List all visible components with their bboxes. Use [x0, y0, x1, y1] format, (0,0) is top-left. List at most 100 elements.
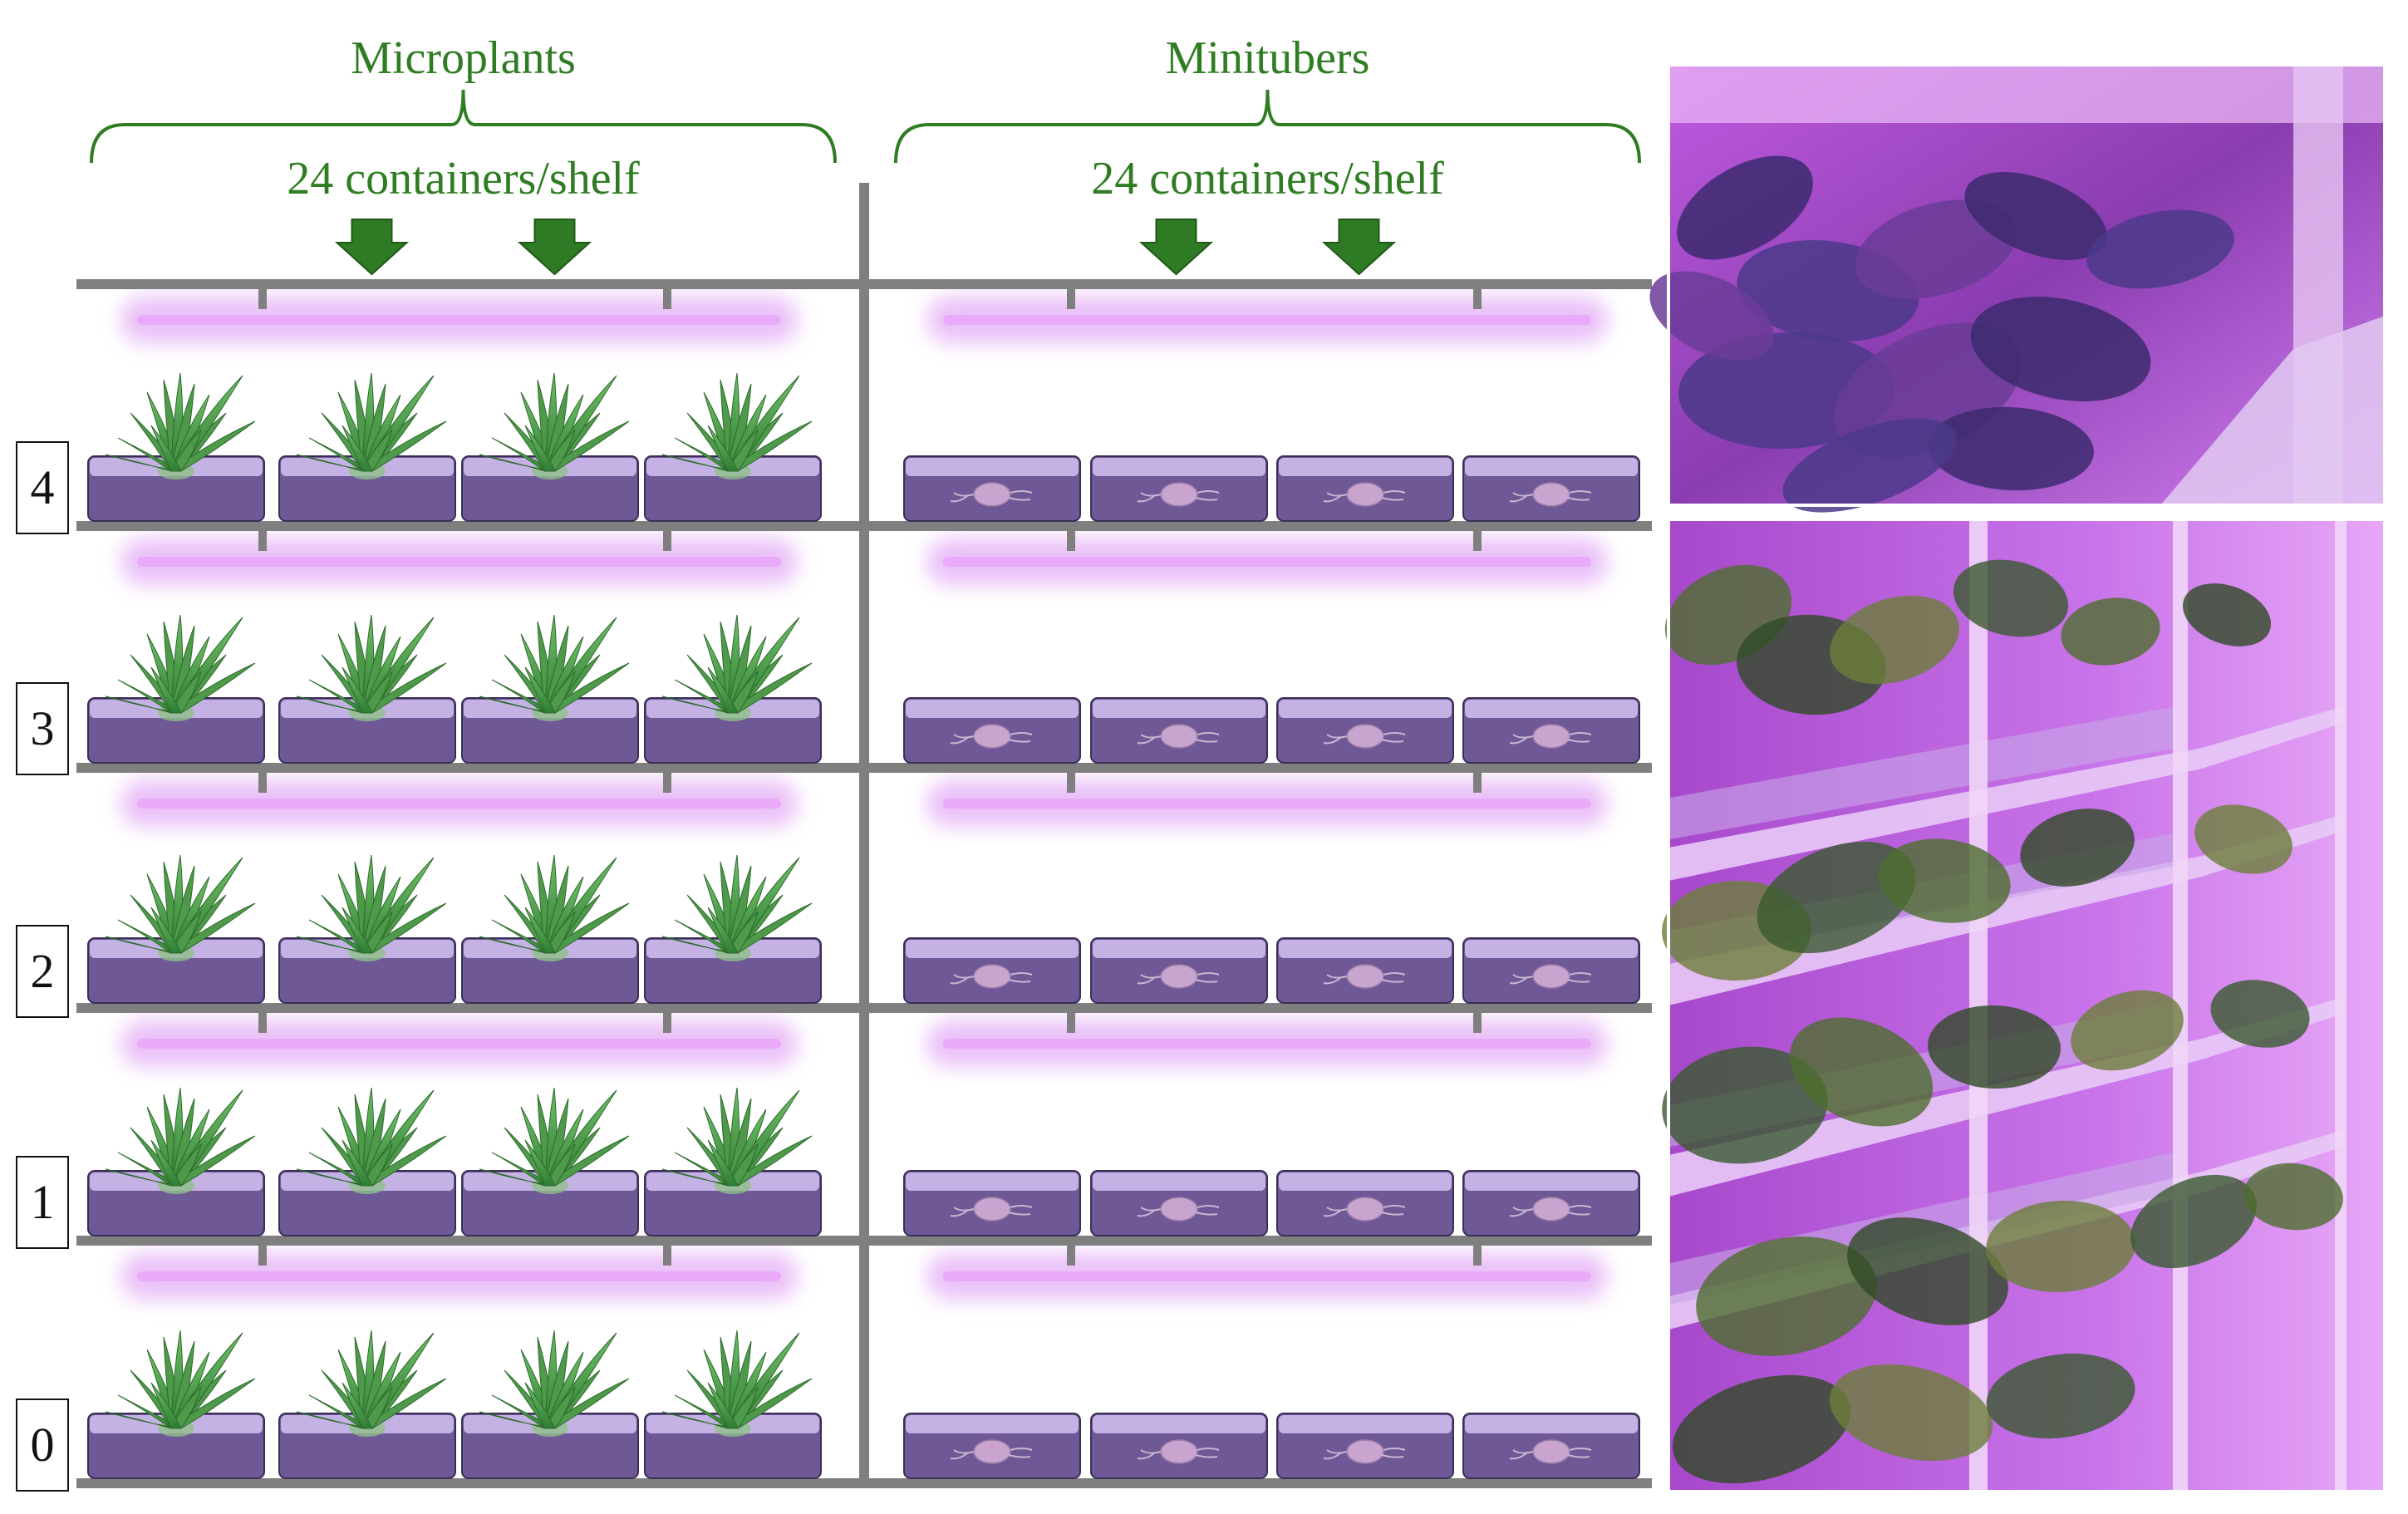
photo-top-leaf [2086, 209, 2234, 289]
microplant-container [461, 854, 639, 1004]
plant-leaf [150, 907, 182, 954]
tuber [1346, 482, 1384, 507]
plant-leaf [170, 429, 202, 472]
plant-leaf [524, 1382, 556, 1429]
minituber-container [1090, 1413, 1268, 1479]
plant-leaf [361, 1143, 393, 1187]
tuber-root [1381, 490, 1406, 501]
tuber [1346, 724, 1384, 749]
photo-bottom-foliage [1986, 1200, 2135, 1293]
plant-leaf [544, 429, 576, 472]
minituber-icon [1137, 724, 1220, 749]
plant-leaf [524, 666, 556, 714]
shelf-divider-post [859, 183, 869, 1487]
tuber-root [1567, 490, 1592, 501]
down-arrow-icon [334, 219, 410, 276]
minituber-icon [1509, 1197, 1592, 1222]
plant-leaf [543, 902, 630, 954]
container-lid [1279, 1415, 1452, 1433]
plant-leaf [543, 420, 630, 472]
plant-leaf [727, 429, 759, 472]
minituber-icon [1323, 1439, 1406, 1464]
led-hanger [663, 288, 671, 309]
container-lid [1093, 940, 1265, 958]
minituber-container [1090, 455, 1268, 522]
tuber-root [1008, 1448, 1033, 1458]
plant-leaf [150, 666, 182, 714]
shelf-board [76, 1478, 1652, 1488]
tuber-root [1323, 1449, 1348, 1460]
led-light-bar [137, 315, 781, 325]
plant-leaf [105, 696, 182, 714]
photo-bottom-foliage [1789, 1017, 1934, 1127]
tuber-root [1509, 974, 1534, 985]
shelf-board [76, 1236, 1652, 1246]
plant-leaf [150, 1139, 182, 1187]
microplant-icon [296, 372, 447, 479]
tuber [973, 1439, 1011, 1464]
microplant-icon [105, 372, 256, 479]
plant-leaf [105, 454, 182, 472]
minituber-icon [950, 724, 1033, 749]
down-arrow-icon [517, 219, 592, 276]
plant-leaf [361, 671, 393, 714]
led-hanger [1067, 1011, 1075, 1033]
container-lid [906, 458, 1079, 476]
minituber-icon [1509, 724, 1592, 749]
photo-bottom-foliage [2210, 980, 2310, 1048]
tuber-root [950, 492, 975, 503]
minituber-icon [1323, 482, 1406, 507]
photo-top-leaf [1677, 155, 1813, 260]
photo-top-leaf [1782, 418, 1957, 513]
tuber [1532, 482, 1570, 507]
shelf-board [76, 763, 1652, 773]
container-lid [1279, 700, 1452, 718]
minituber-icon [950, 482, 1033, 507]
photo-top-shelf-edge [2160, 316, 2385, 505]
tuber-root [1567, 732, 1592, 743]
led-hanger [663, 771, 671, 793]
microplant-icon [296, 854, 447, 961]
microplant-container [87, 372, 265, 522]
led-hanger [258, 529, 267, 551]
photo-top-leaf [1928, 406, 2094, 491]
plant-leaf [544, 911, 576, 954]
plant-leaf [707, 1139, 739, 1187]
shelf-level-box [16, 1156, 69, 1249]
minituber-container [1090, 1170, 1268, 1236]
led-hanger [663, 1244, 671, 1266]
photo-top-leaf [1649, 271, 1774, 361]
microplant-icon [296, 1330, 447, 1437]
container-lid [1093, 1415, 1265, 1433]
container-lid [1279, 458, 1452, 476]
shelf-level-box [16, 441, 69, 534]
plant-leaf [661, 454, 739, 472]
tuber-root [950, 974, 975, 985]
microplant-container [461, 1330, 639, 1479]
section-title: Minitubers [1166, 32, 1370, 84]
microplant-container [278, 1330, 456, 1479]
plant-leaf [479, 936, 556, 954]
plant-leaf [544, 1143, 576, 1187]
minituber-icon [950, 1197, 1033, 1222]
minituber-container [1462, 1170, 1640, 1236]
plant-leaf [105, 1411, 182, 1429]
minituber-icon [1137, 1439, 1220, 1464]
led-hanger [1473, 1011, 1482, 1033]
microplant-container [644, 614, 822, 764]
plant-leaf [170, 1143, 202, 1187]
tuber [1532, 964, 1570, 989]
container-lid [1279, 1172, 1452, 1191]
microplant-icon [479, 854, 630, 961]
minituber-icon [1323, 964, 1406, 989]
plant-leaf [170, 1135, 256, 1187]
tuber-root [950, 1449, 975, 1460]
led-hanger [258, 771, 267, 793]
plant-leaf [342, 425, 373, 472]
photo-bottom [1662, 518, 2386, 1493]
section-capacity: 24 containers/shelf [1091, 153, 1444, 204]
microplant-icon [661, 1330, 813, 1437]
minituber-container [903, 455, 1081, 522]
photo-bottom-foliage [1953, 559, 2069, 637]
container-lid [1279, 940, 1452, 958]
